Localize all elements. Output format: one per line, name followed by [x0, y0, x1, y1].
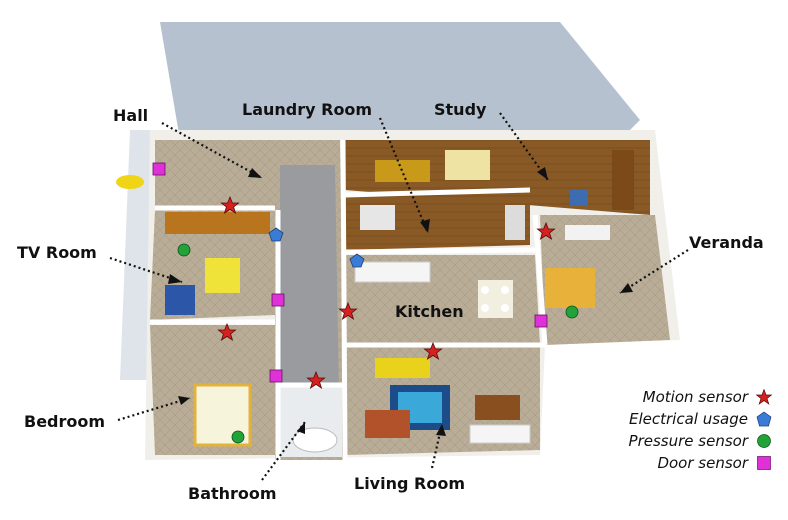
legend-pressure-circle-icon: [757, 434, 771, 448]
legend-label-door: Door sensor: [657, 454, 748, 472]
backdrop-shadow: [160, 22, 640, 140]
callout-arrows: [109, 112, 689, 481]
door-sensor-icon: [534, 314, 548, 328]
pressure-legend-shape: [757, 434, 771, 448]
legend-motion-star-icon: [756, 389, 772, 405]
pressure-sensor-icon: [177, 243, 191, 257]
laundry-shelves: [360, 205, 395, 230]
pressure-sensor-icon: [565, 305, 579, 319]
room-label-study: Study: [434, 100, 487, 119]
kitchen-table: [478, 280, 513, 318]
room-label-bathroom: Bathroom: [188, 484, 277, 503]
pressure-sensors: [177, 243, 579, 444]
room-label-kitchen: Kitchen: [395, 302, 464, 321]
motion-sensor-icon: [217, 322, 237, 341]
legend-door-square-icon: [757, 456, 771, 470]
living-white-sofa: [469, 424, 531, 444]
scooter: [116, 175, 144, 189]
living-yellow-sofa: [375, 358, 430, 378]
legend-label-pressure: Pressure sensor: [628, 432, 748, 450]
room-label-tv-room: TV Room: [17, 243, 97, 262]
laundry-machine: [505, 205, 525, 240]
tv-cabinet: [165, 212, 270, 234]
study-chair: [570, 190, 588, 206]
tv-sofa: [165, 285, 195, 315]
room-label-bedroom: Bedroom: [24, 412, 106, 431]
room-label-laundry-room: Laundry Room: [242, 100, 373, 119]
room-label-living-room: Living Room: [354, 474, 465, 493]
living-cabinet: [475, 395, 520, 420]
interior-walls: [150, 139, 548, 461]
tv-table: [205, 258, 240, 293]
callout-arrowheads: [168, 167, 633, 436]
living-table: [365, 410, 410, 438]
room-label-hall: Hall: [113, 106, 149, 125]
door-sensors: [152, 162, 548, 383]
motion-sensor-icon: [306, 370, 326, 389]
electrical-legend-shape: [756, 411, 772, 427]
legend-label-electrical: Electrical usage: [629, 410, 748, 428]
room-label-veranda: Veranda: [689, 233, 764, 252]
veranda-bench: [565, 225, 610, 240]
electrical-usage-icon: [349, 253, 365, 268]
motion-sensors: [217, 195, 556, 389]
motion-sensor-icon: [220, 195, 240, 214]
motion-sensor-icon: [338, 301, 358, 320]
electrical-sensors: [268, 227, 365, 268]
study-desk: [375, 160, 430, 182]
door-sensor-icon: [271, 293, 285, 307]
motion-legend-shape: [756, 389, 772, 405]
kitchen-counter: [354, 261, 431, 283]
study-cabinet: [612, 150, 634, 210]
door-sensor-icon: [152, 162, 166, 176]
legend-electrical-pentagon-icon: [756, 411, 772, 427]
veranda-table: [545, 268, 595, 308]
motion-sensor-icon: [423, 341, 443, 360]
study-shelf: [445, 150, 490, 180]
legend-label-motion: Motion sensor: [642, 388, 748, 406]
door-sensor-icon: [269, 369, 283, 383]
electrical-usage-icon: [268, 227, 284, 242]
motion-sensor-icon: [536, 221, 556, 240]
pressure-sensor-icon: [231, 430, 245, 444]
door-legend-shape: [757, 456, 771, 470]
